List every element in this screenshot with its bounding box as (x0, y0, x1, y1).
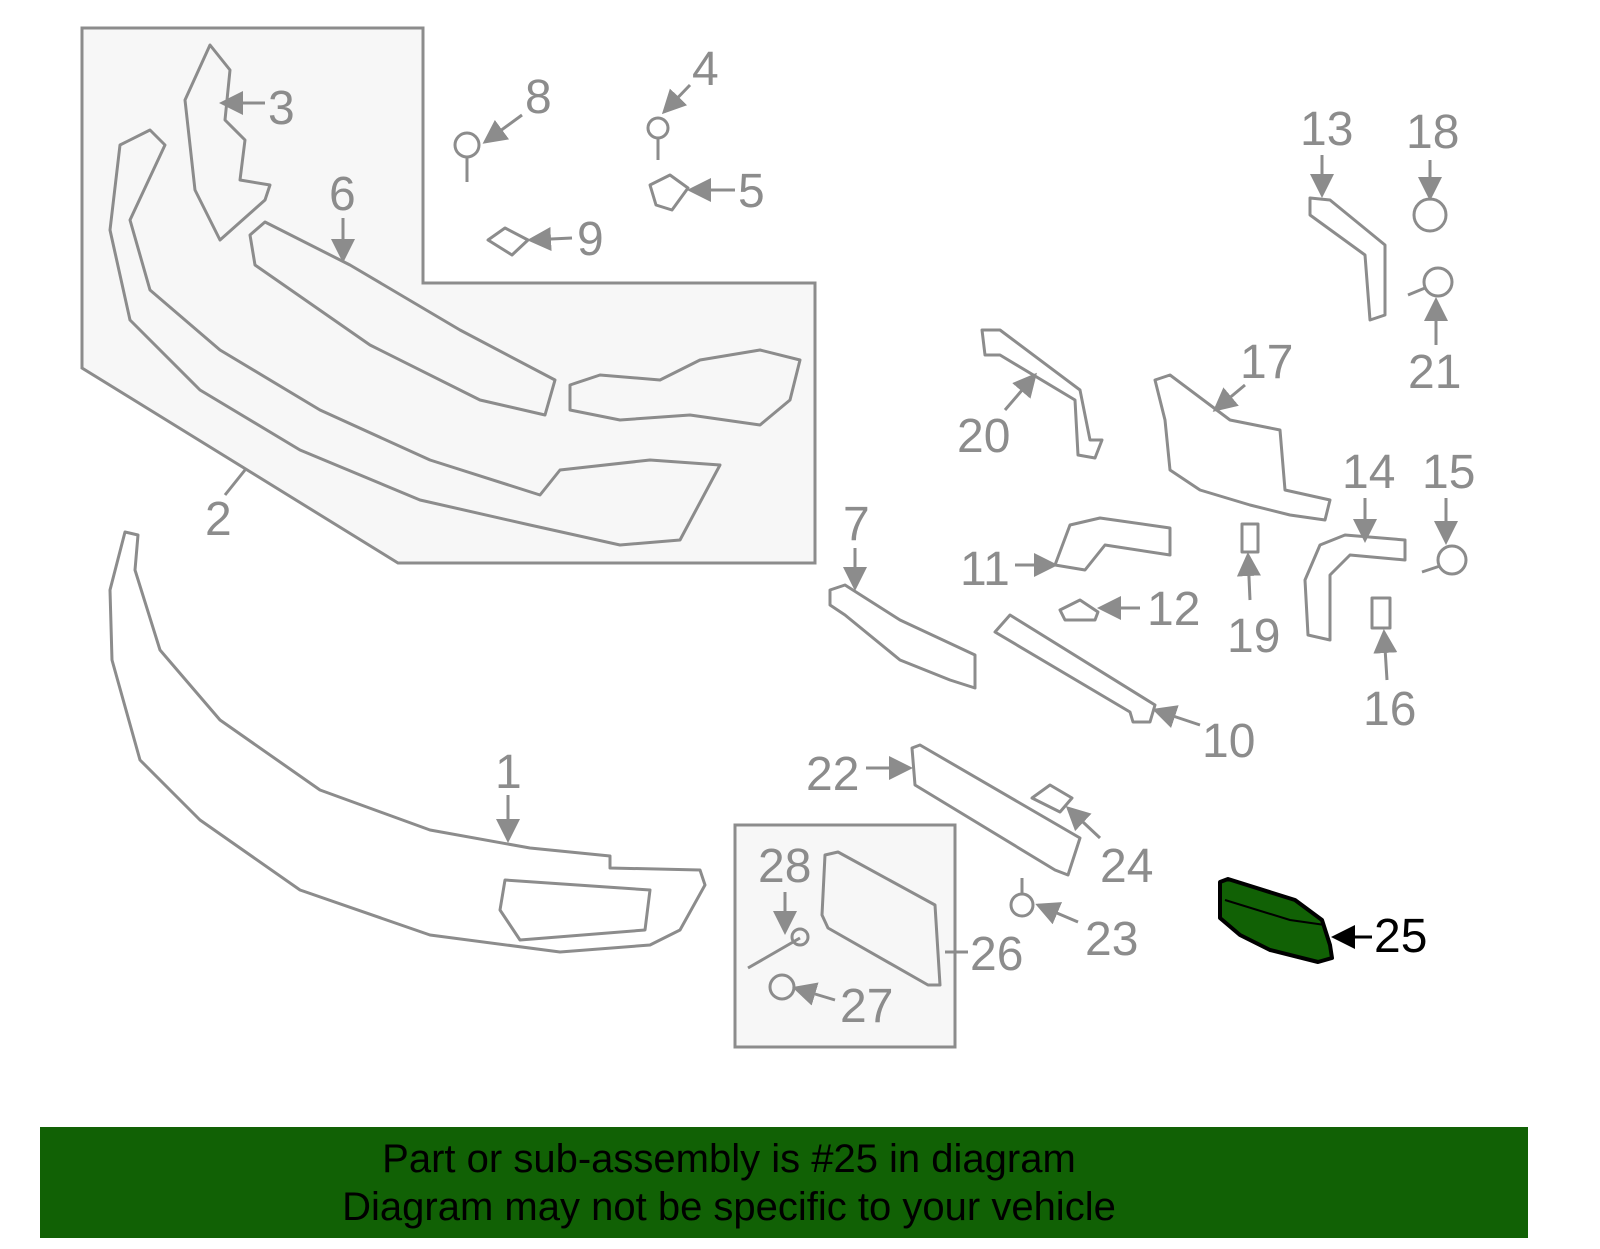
callout-14[interactable]: 14 (1342, 446, 1395, 499)
callout-28[interactable]: 28 (758, 840, 811, 893)
part-11-bracket (1053, 516, 1172, 572)
part-2-reinforcement (108, 128, 722, 547)
part-6-absorber (248, 220, 557, 417)
callout-22[interactable]: 22 (806, 748, 859, 801)
part-21-bolt (1407, 266, 1454, 298)
part-15-bolt (1421, 544, 1468, 576)
callout-25-highlighted[interactable]: 25 (1374, 910, 1427, 963)
callout-8[interactable]: 8 (525, 71, 552, 124)
callout-10[interactable]: 10 (1202, 715, 1255, 768)
callout-21[interactable]: 21 (1408, 346, 1461, 399)
info-banner: Part or sub-assembly is #25 in diagram D… (40, 1127, 1528, 1238)
part-8-bolt (453, 131, 481, 182)
part-16-clip (1370, 596, 1392, 630)
part-12-nut (1058, 598, 1100, 622)
callout-13[interactable]: 13 (1300, 103, 1353, 156)
part-22-bracket (910, 743, 1082, 877)
part-7-bracket (828, 583, 977, 690)
banner-line-2: Diagram may not be specific to your vehi… (342, 1185, 1116, 1229)
callout-4[interactable]: 4 (692, 43, 719, 96)
part-25-highlighted (1218, 877, 1334, 964)
part-19-clip (1240, 522, 1260, 554)
part-13-brace (1308, 196, 1387, 322)
part-24-nut (1030, 783, 1074, 814)
part-4-bolt (646, 116, 670, 160)
callout-23[interactable]: 23 (1085, 913, 1138, 966)
part-28-screw (747, 927, 810, 970)
part-17-bracket (1153, 373, 1332, 522)
callout-18[interactable]: 18 (1406, 106, 1459, 159)
subassembly-box-2 (80, 26, 817, 565)
callout-3[interactable]: 3 (268, 82, 295, 135)
callout-1[interactable]: 1 (495, 746, 522, 799)
callout-27[interactable]: 27 (840, 980, 893, 1033)
part-23-bolt (1009, 878, 1035, 918)
callout-9[interactable]: 9 (577, 213, 604, 266)
part-6b-bracket (568, 348, 802, 427)
banner-line-1: Part or sub-assembly is #25 in diagram (382, 1137, 1076, 1181)
part-5-nut (648, 173, 690, 212)
part-10-brace (993, 613, 1157, 724)
callout-19[interactable]: 19 (1227, 610, 1280, 663)
callout-7[interactable]: 7 (843, 498, 870, 551)
callout-16[interactable]: 16 (1363, 683, 1416, 736)
part-9-clip (486, 226, 530, 257)
callout-11[interactable]: 11 (960, 543, 1010, 596)
callout-5[interactable]: 5 (738, 165, 765, 218)
callout-20[interactable]: 20 (957, 410, 1010, 463)
part-26-license-bracket (820, 850, 942, 987)
callout-24[interactable]: 24 (1100, 840, 1153, 893)
callout-6[interactable]: 6 (329, 168, 356, 221)
callout-2[interactable]: 2 (205, 493, 232, 546)
callout-15[interactable]: 15 (1422, 446, 1475, 499)
part-14-bracket (1303, 533, 1407, 642)
callout-12[interactable]: 12 (1147, 583, 1200, 636)
callout-17[interactable]: 17 (1240, 336, 1293, 389)
callout-arrows (219, 83, 1458, 1006)
part-20-bracket (980, 328, 1104, 460)
part-18-nut (1412, 197, 1448, 233)
callout-26[interactable]: 26 (970, 928, 1023, 981)
part-1-bumper (108, 530, 707, 954)
